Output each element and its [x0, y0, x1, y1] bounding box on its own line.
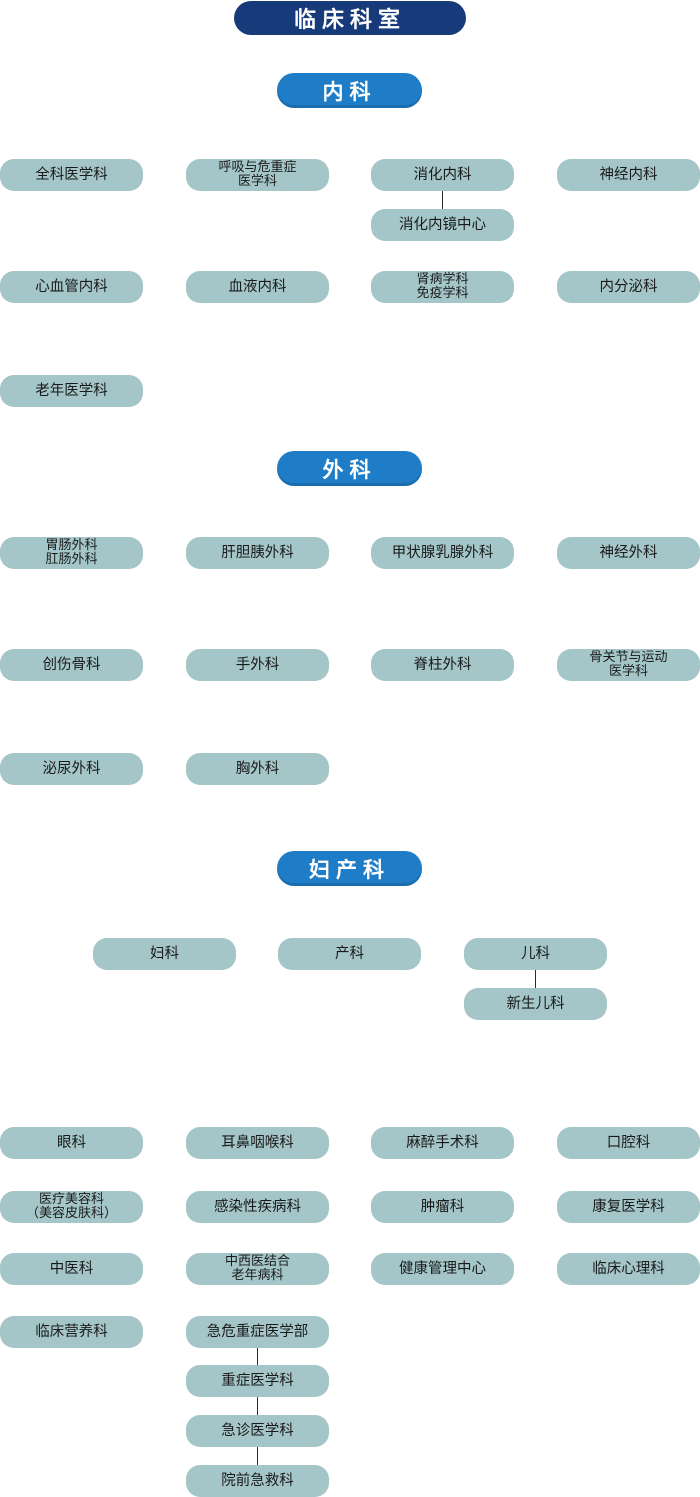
- dept-health-management[interactable]: 健康管理中心: [371, 1253, 514, 1285]
- dept-gynecology[interactable]: 妇科: [93, 938, 236, 970]
- dept-neurosurgery[interactable]: 神经外科: [557, 537, 700, 569]
- dept-infectious-diseases[interactable]: 感染性疾病科: [186, 1191, 329, 1223]
- dept-nephrology-immunology[interactable]: 肾病学科免疫学科: [371, 271, 514, 303]
- section-obstetrics-gynecology: 妇产科: [277, 851, 422, 886]
- dept-cardiology[interactable]: 心血管内科: [0, 271, 143, 303]
- connector-line: [257, 1397, 258, 1415]
- connector-line: [257, 1447, 258, 1465]
- dept-endoscopy-center[interactable]: 消化内镜中心: [371, 209, 514, 241]
- dept-hand-surgery[interactable]: 手外科: [186, 649, 329, 681]
- connector-line: [442, 191, 443, 209]
- dept-neurology[interactable]: 神经内科: [557, 159, 700, 191]
- dept-thyroid-breast-surgery[interactable]: 甲状腺乳腺外科: [371, 537, 514, 569]
- dept-emergency-medicine[interactable]: 急诊医学科: [186, 1415, 329, 1447]
- dept-endocrinology[interactable]: 内分泌科: [557, 271, 700, 303]
- dept-joint-sports-medicine[interactable]: 骨关节与运动医学科: [557, 649, 700, 681]
- dept-prehospital-emergency[interactable]: 院前急救科: [186, 1465, 329, 1497]
- dept-oncology[interactable]: 肿瘤科: [371, 1191, 514, 1223]
- section-internal-medicine: 内科: [277, 73, 422, 108]
- dept-gastroenterology[interactable]: 消化内科: [371, 159, 514, 191]
- dept-pediatrics[interactable]: 儿科: [464, 938, 607, 970]
- dept-thoracic-surgery[interactable]: 胸外科: [186, 753, 329, 785]
- dept-medical-cosmetology[interactable]: 医疗美容科（美容皮肤科）: [0, 1191, 143, 1223]
- dept-clinical-psychology[interactable]: 临床心理科: [557, 1253, 700, 1285]
- dept-anesthesia-surgery[interactable]: 麻醉手术科: [371, 1127, 514, 1159]
- dept-ent[interactable]: 耳鼻咽喉科: [186, 1127, 329, 1159]
- dept-clinical-nutrition[interactable]: 临床营养科: [0, 1316, 143, 1348]
- dept-gastrointestinal-surgery[interactable]: 胃肠外科肛肠外科: [0, 537, 143, 569]
- dept-tcm[interactable]: 中医科: [0, 1253, 143, 1285]
- dept-hepatobiliary-surgery[interactable]: 肝胆胰外科: [186, 537, 329, 569]
- dept-respiratory-critical[interactable]: 呼吸与危重症医学科: [186, 159, 329, 191]
- dept-hematology[interactable]: 血液内科: [186, 271, 329, 303]
- page-title: 临床科室: [234, 1, 466, 35]
- connector-line: [257, 1348, 258, 1365]
- dept-obstetrics[interactable]: 产科: [278, 938, 421, 970]
- dept-stomatology[interactable]: 口腔科: [557, 1127, 700, 1159]
- dept-neonatology[interactable]: 新生儿科: [464, 988, 607, 1020]
- connector-line: [535, 970, 536, 988]
- dept-ophthalmology[interactable]: 眼科: [0, 1127, 143, 1159]
- dept-trauma-orthopedics[interactable]: 创伤骨科: [0, 649, 143, 681]
- section-surgery: 外科: [277, 451, 422, 486]
- dept-emergency-critical-care[interactable]: 急危重症医学部: [186, 1316, 329, 1348]
- dept-icu[interactable]: 重症医学科: [186, 1365, 329, 1397]
- dept-urology[interactable]: 泌尿外科: [0, 753, 143, 785]
- dept-integrated-geriatrics[interactable]: 中西医结合老年病科: [186, 1253, 329, 1285]
- dept-general-medicine[interactable]: 全科医学科: [0, 159, 143, 191]
- dept-geriatrics[interactable]: 老年医学科: [0, 375, 143, 407]
- dept-spine-surgery[interactable]: 脊柱外科: [371, 649, 514, 681]
- dept-rehabilitation[interactable]: 康复医学科: [557, 1191, 700, 1223]
